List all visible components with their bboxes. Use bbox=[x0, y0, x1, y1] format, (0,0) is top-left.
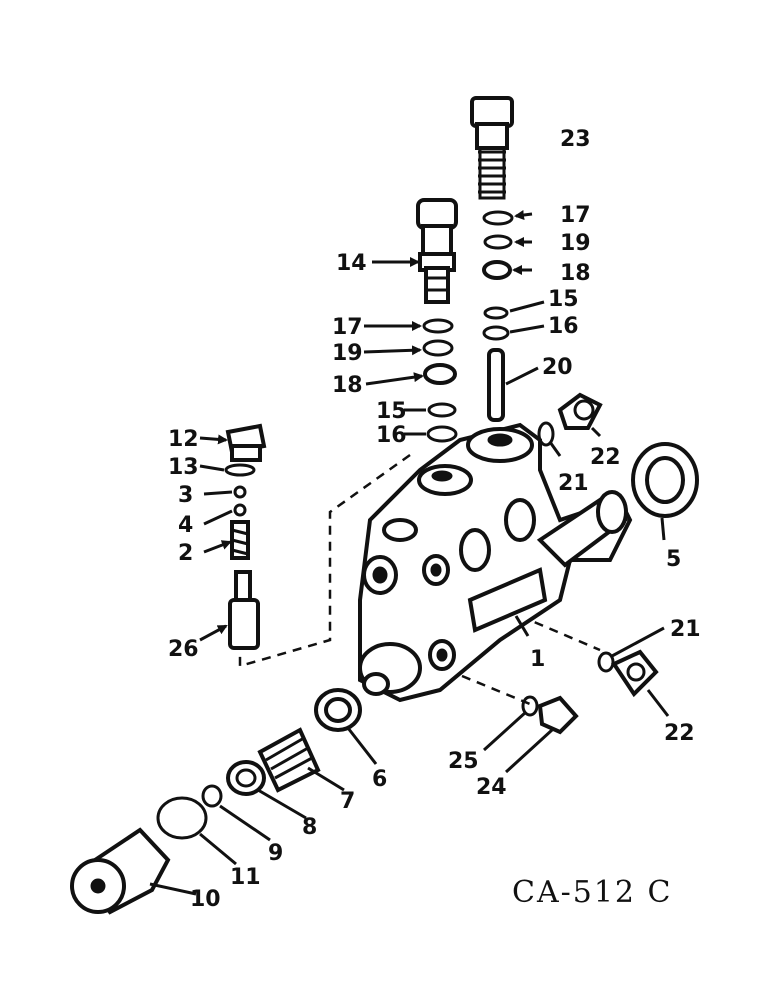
callout-16-left: 16 bbox=[376, 423, 407, 448]
callout-9: 9 bbox=[268, 841, 283, 866]
part-11-oring bbox=[156, 796, 208, 840]
callout-6: 6 bbox=[372, 767, 387, 792]
callout-19-right: 19 bbox=[560, 231, 591, 256]
part-15-ring-left bbox=[427, 402, 457, 418]
callout-5: 5 bbox=[666, 547, 681, 572]
callout-22-lower: 22 bbox=[664, 721, 695, 746]
callout-11: 11 bbox=[230, 865, 261, 890]
callout-20: 20 bbox=[542, 355, 573, 380]
callout-21-top: 21 bbox=[558, 471, 589, 496]
part-21-ring-lower bbox=[597, 651, 615, 673]
part-8-washer bbox=[226, 760, 266, 796]
callout-1: 1 bbox=[530, 647, 545, 672]
part-17-ring-right bbox=[482, 210, 514, 226]
callout-10: 10 bbox=[190, 887, 221, 912]
part-10-end-cap bbox=[70, 827, 171, 915]
part-16-ring-right bbox=[482, 325, 510, 341]
part-17-ring-left bbox=[422, 318, 454, 334]
part-2-spring bbox=[230, 520, 250, 560]
callout-3: 3 bbox=[178, 483, 193, 508]
callout-19-left: 19 bbox=[332, 341, 363, 366]
part-4-ball bbox=[233, 503, 247, 517]
callout-12: 12 bbox=[168, 427, 199, 452]
part-1-valve-body bbox=[358, 422, 633, 703]
part-25-ring bbox=[521, 695, 539, 717]
part-24-plug bbox=[537, 695, 579, 735]
callout-15-left: 15 bbox=[376, 399, 407, 424]
part-22-fitting-lower bbox=[611, 649, 659, 698]
callout-26: 26 bbox=[168, 637, 199, 662]
part-15-ring-right bbox=[483, 306, 509, 320]
callout-labels: 23 17 19 18 15 16 20 14 17 19 18 15 16 1… bbox=[168, 127, 701, 912]
callout-23: 23 bbox=[560, 127, 591, 152]
part-18-ring-left bbox=[423, 363, 457, 385]
part-23-relief-valve bbox=[470, 96, 514, 200]
callout-22-top: 22 bbox=[590, 445, 621, 470]
part-13-seal bbox=[224, 463, 256, 477]
callout-14: 14 bbox=[336, 251, 367, 276]
part-16-ring-left bbox=[426, 425, 458, 443]
part-18-ring-right bbox=[482, 260, 512, 280]
callout-25: 25 bbox=[448, 749, 479, 774]
part-20-pin bbox=[487, 348, 505, 422]
callout-17-right: 17 bbox=[560, 203, 591, 228]
callout-4: 4 bbox=[178, 513, 193, 538]
drawing-code: CA-512 C bbox=[512, 875, 673, 910]
callout-21-lower: 21 bbox=[670, 617, 701, 642]
part-22-fitting-top bbox=[557, 392, 603, 430]
part-12-plug bbox=[225, 423, 267, 462]
leader-lines bbox=[149, 210, 670, 896]
part-7-spring bbox=[257, 727, 321, 793]
part-21-ring-top bbox=[537, 421, 555, 447]
part-9-ring bbox=[201, 784, 223, 808]
part-14-cartridge bbox=[416, 198, 458, 304]
part-19-ring-left bbox=[422, 339, 454, 357]
callout-7: 7 bbox=[340, 789, 355, 814]
part-6-washer bbox=[314, 688, 362, 732]
part-26-spool bbox=[228, 570, 260, 650]
part-19-ring-right bbox=[483, 234, 513, 250]
callout-17-left: 17 bbox=[332, 315, 363, 340]
callout-18-left: 18 bbox=[332, 373, 363, 398]
callout-15-right: 15 bbox=[548, 287, 579, 312]
callout-16-right: 16 bbox=[548, 314, 579, 339]
part-3-ball bbox=[233, 485, 247, 499]
callout-24: 24 bbox=[476, 775, 507, 800]
part-5-seal bbox=[631, 442, 699, 518]
callout-13: 13 bbox=[168, 455, 199, 480]
callout-8: 8 bbox=[302, 815, 317, 840]
callout-18-right: 18 bbox=[560, 261, 591, 286]
callout-2: 2 bbox=[178, 541, 193, 566]
